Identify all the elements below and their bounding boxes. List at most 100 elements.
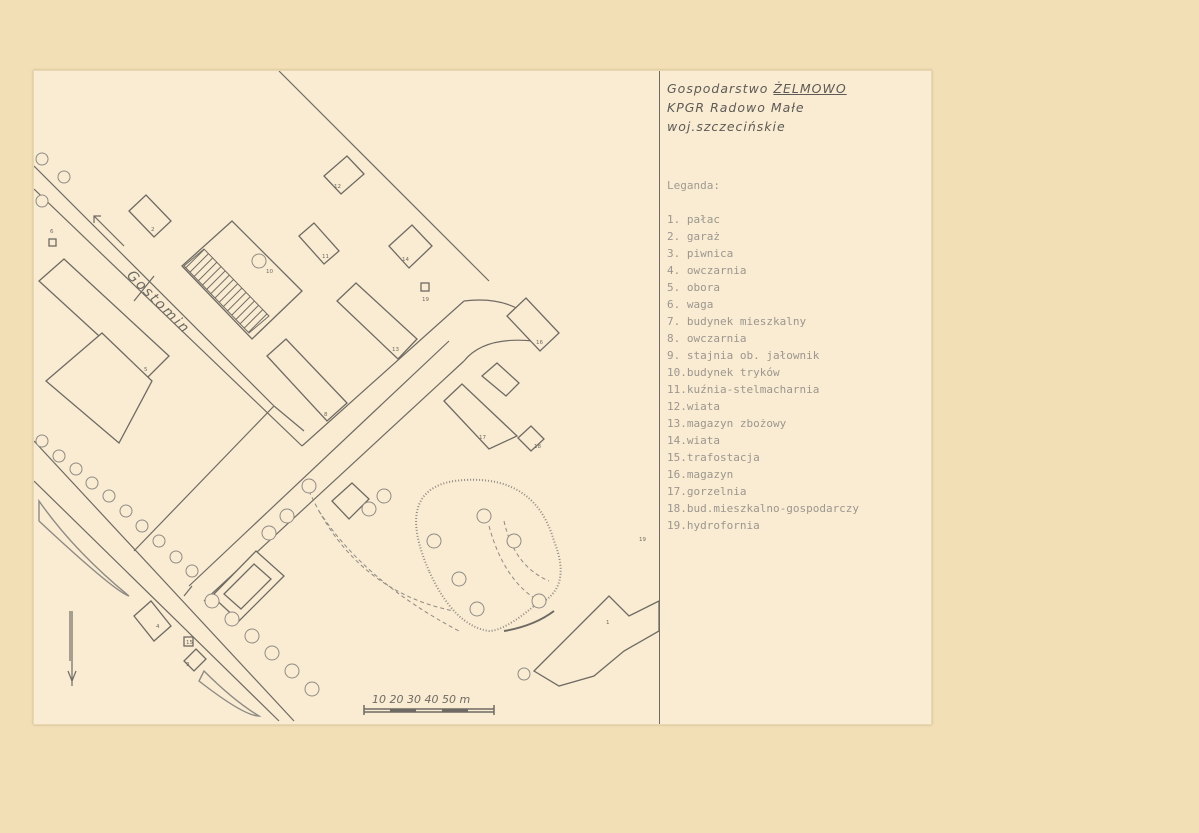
tree bbox=[224, 611, 240, 627]
tree bbox=[506, 533, 522, 549]
legend-item: 8. owczarnia bbox=[667, 332, 747, 345]
small-pavilion bbox=[331, 482, 370, 520]
park-outline bbox=[415, 478, 562, 633]
garden-pond-inner bbox=[223, 563, 272, 610]
legend-item: 1. pałac bbox=[667, 213, 720, 226]
legend-item: 5. obora bbox=[667, 281, 720, 294]
north-arrow bbox=[67, 611, 77, 686]
park-path bbox=[308, 490, 455, 612]
tree bbox=[185, 564, 199, 578]
legend-item: 10.budynek tryków bbox=[667, 366, 780, 379]
tree bbox=[469, 601, 485, 617]
building-number: 6 bbox=[50, 229, 54, 235]
building-number: 19 bbox=[422, 297, 429, 303]
road-edge bbox=[34, 188, 303, 447]
building-11 bbox=[298, 222, 340, 265]
tree bbox=[426, 533, 442, 549]
boundary-line bbox=[278, 71, 490, 282]
parcel-line bbox=[133, 405, 275, 552]
panel-divider bbox=[659, 71, 660, 724]
legend-item: 7. budynek mieszkalny bbox=[667, 315, 807, 328]
parcel-line bbox=[133, 275, 155, 302]
building-4 bbox=[133, 600, 172, 642]
tree bbox=[476, 508, 492, 524]
legend-item: 3. piwnica bbox=[667, 247, 734, 260]
legend-panel: Gospodarstwo ŻELMOWO KPGR Radowo Małe wo… bbox=[667, 79, 927, 679]
building-10 bbox=[181, 220, 303, 340]
road-arrow bbox=[183, 585, 193, 597]
tree bbox=[261, 525, 277, 541]
legend-item: 14.wiata bbox=[667, 434, 720, 447]
legend-item: 11.kuźnia-stelmacharnia bbox=[667, 383, 820, 396]
legend-item: 16.magazyn bbox=[667, 468, 734, 481]
scale-bar bbox=[363, 705, 495, 715]
tree bbox=[301, 478, 317, 494]
estate-subtitle: KPGR Radowo Małe bbox=[667, 100, 805, 115]
road-edge bbox=[188, 340, 450, 587]
tree bbox=[279, 508, 295, 524]
tree bbox=[57, 170, 71, 184]
legend-item: 13.magazyn zbożowy bbox=[667, 417, 787, 430]
park-curve bbox=[503, 610, 555, 632]
tree bbox=[517, 667, 531, 681]
legend-heading: Leganda: bbox=[667, 179, 720, 192]
tree bbox=[264, 645, 280, 661]
road-edge bbox=[34, 440, 295, 722]
tree bbox=[361, 501, 377, 517]
building-number: 2 bbox=[151, 227, 155, 233]
estate-title-prefix: Gospodarstwo bbox=[667, 81, 774, 96]
building-19 bbox=[420, 282, 430, 292]
building-12 bbox=[323, 155, 365, 195]
building-number: 1 bbox=[606, 620, 610, 626]
tree bbox=[102, 489, 116, 503]
tree bbox=[244, 628, 260, 644]
tree bbox=[376, 488, 392, 504]
building-17 bbox=[443, 383, 519, 450]
site-plan: Gostomin 2 6 5 10 12 11 14 19 13 8 16 17… bbox=[34, 71, 659, 722]
tree bbox=[304, 681, 320, 697]
building-number: 4 bbox=[156, 624, 160, 630]
building-number: 11 bbox=[322, 254, 329, 260]
tree bbox=[35, 194, 49, 208]
tree bbox=[169, 550, 183, 564]
map-sheet: Gostomin 2 6 5 10 12 11 14 19 13 8 16 17… bbox=[33, 70, 932, 725]
building-number: 12 bbox=[334, 184, 341, 190]
tree bbox=[119, 504, 133, 518]
building-number: 17 bbox=[479, 435, 486, 441]
building-2 bbox=[128, 194, 172, 238]
hatched-building bbox=[183, 248, 270, 334]
road-curve bbox=[463, 339, 535, 362]
building-14 bbox=[388, 224, 433, 269]
building-number: 18 bbox=[534, 444, 541, 450]
scale-text: 10 20 30 40 50 m bbox=[372, 693, 470, 706]
building-18 bbox=[517, 425, 545, 452]
legend-list: 1. pałac 2. garaż 3. piwnica 4. owczarni… bbox=[667, 211, 859, 534]
park-path bbox=[318, 510, 460, 632]
building-17-wing bbox=[480, 362, 520, 397]
tree bbox=[251, 253, 267, 269]
road-edge bbox=[34, 165, 275, 407]
park-path bbox=[503, 520, 550, 582]
estate-name: ŻELMOWO bbox=[773, 81, 847, 96]
road-edge bbox=[34, 480, 280, 722]
direction-arrow-head bbox=[93, 215, 101, 223]
building-number: 19 bbox=[639, 537, 646, 543]
legend-item: 17.gorzelnia bbox=[667, 485, 747, 498]
tree bbox=[52, 449, 66, 463]
building-8 bbox=[266, 338, 348, 422]
legend-item: 18.bud.mieszkalno-gospodarczy bbox=[667, 502, 860, 515]
legend-item: 12.wiata bbox=[667, 400, 720, 413]
building-number: 13 bbox=[392, 347, 399, 353]
building-number: 3 bbox=[186, 662, 190, 668]
legend-item: 4. owczarnia bbox=[667, 264, 747, 277]
tree bbox=[284, 663, 300, 679]
building-1 bbox=[532, 595, 659, 687]
estate-region: woj.szczecińskie bbox=[667, 119, 786, 134]
direction-arrow bbox=[93, 215, 125, 247]
building-3 bbox=[183, 648, 207, 672]
tree bbox=[152, 534, 166, 548]
building-number: 10 bbox=[266, 269, 273, 275]
scale-segment bbox=[390, 709, 416, 712]
road-edge bbox=[273, 405, 305, 432]
road-edge bbox=[301, 300, 465, 447]
